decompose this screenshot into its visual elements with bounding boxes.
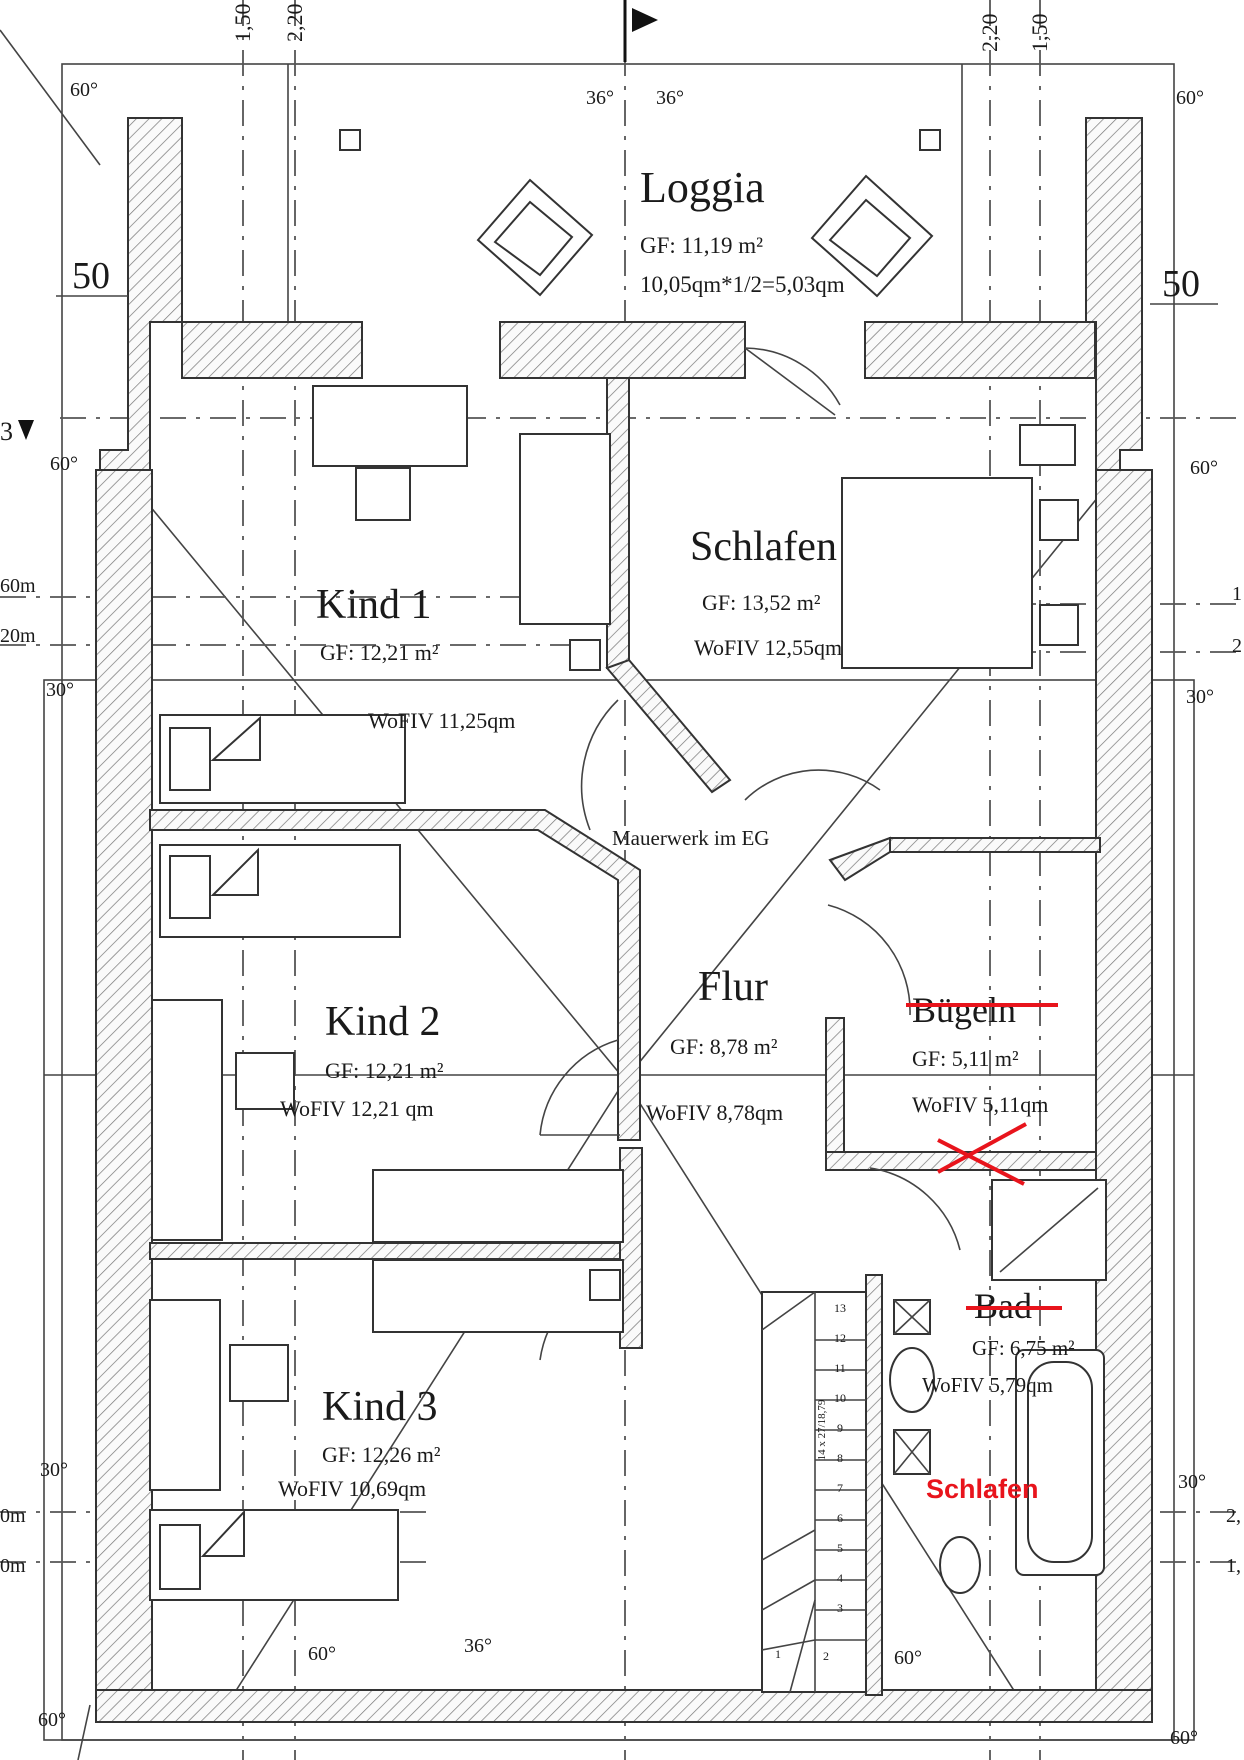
angle-30-mid-right: 30° <box>1186 686 1214 708</box>
room-wofiv-flur: WoFIV 8,78qm <box>646 1100 783 1125</box>
room-name-loggia: Loggia <box>640 163 765 212</box>
dim-left-0m-a: 0m <box>0 1505 26 1527</box>
dim-top-right-220: 2,20 <box>977 14 1002 53</box>
room-name-kind3: Kind 3 <box>322 1384 438 1430</box>
room-name-flur: Flur <box>698 964 768 1010</box>
room-gf-buegeln: GF: 5,11 m² <box>912 1046 1019 1071</box>
room-name-kind1: Kind 1 <box>316 582 432 628</box>
room-wofiv-kind2: WoFIV 12,21 qm <box>280 1096 434 1121</box>
room-wofiv-kind3: WoFIV 10,69qm <box>278 1476 426 1501</box>
room-gf-kind2: GF: 12,21 m² <box>325 1058 444 1083</box>
angle-36-bottom: 36° <box>464 1635 492 1657</box>
angle-60-top-right: 60° <box>1176 87 1204 109</box>
angle-60-bottom-right: 60° <box>1170 1727 1198 1749</box>
angle-labels: 60° 36° 36° 60° 60° 60° 30° 30° 30° 30° … <box>38 79 1218 1749</box>
room-wofiv-bad: WoFIV 5,79qm <box>922 1373 1053 1397</box>
dim-marker-3: 3 <box>0 417 13 446</box>
angle-60-top-left: 60° <box>70 79 98 101</box>
stair-step-9: 9 <box>837 1421 843 1435</box>
room-name-kind2: Kind 2 <box>325 999 441 1045</box>
angle-60-bottom-1: 60° <box>308 1643 336 1665</box>
stair-step-12: 12 <box>834 1331 846 1345</box>
room-wofiv-buegeln: WoFIV 5,11qm <box>912 1092 1048 1117</box>
walls <box>95 117 1153 1723</box>
dim-top-left-220: 2,20 <box>282 4 307 43</box>
room-name-buegeln: Bügeln <box>912 990 1016 1030</box>
room-gf-kind1: GF: 12,21 m² <box>320 640 439 665</box>
stair-step-11: 11 <box>834 1361 846 1375</box>
stair-step-13: 13 <box>834 1301 846 1315</box>
room-wofiv-kind1: WoFIV 11,25qm <box>368 708 515 733</box>
dim-left-60m: 60m <box>0 575 36 597</box>
angle-30-bottom-right: 30° <box>1178 1471 1206 1493</box>
room-gf-flur: GF: 8,78 m² <box>670 1034 778 1059</box>
dim-left-20m: 20m <box>0 625 36 647</box>
dim-right-2b: 2, <box>1226 1505 1241 1527</box>
room-wofiv-loggia: 10,05qm*1/2=5,03qm <box>640 272 845 297</box>
furniture <box>149 129 1107 1601</box>
dim-right-50: 50 <box>1162 263 1200 305</box>
angle-60-mid-left: 60° <box>50 453 78 475</box>
stair-dimension: 14 x 27/18,79 <box>816 1399 828 1460</box>
cross-mark-icon <box>937 1122 1027 1186</box>
flag-marker-icon <box>623 0 658 62</box>
room-labels: Loggia GF: 11,19 m² 10,05qm*1/2=5,03qm K… <box>278 163 1075 1504</box>
room-gf-kind3: GF: 12,26 m² <box>322 1442 441 1467</box>
stair-step-10: 10 <box>834 1391 846 1405</box>
dim-right-1b: 1, <box>1226 1555 1241 1577</box>
stair-step-1: 1 <box>775 1647 781 1661</box>
angle-60-bottom-left: 60° <box>38 1709 66 1731</box>
angle-60-bottom-2: 60° <box>894 1647 922 1669</box>
staircase: 13 12 11 10 9 8 7 6 5 4 3 2 1 14 x 27/18… <box>761 1291 867 1693</box>
dim-left-0m-b: 0m <box>0 1555 26 1577</box>
angle-30-bottom-left: 30° <box>40 1459 68 1481</box>
stair-step-2: 2 <box>823 1649 829 1663</box>
new-room-label: Schlafen <box>926 1474 1039 1504</box>
room-wofiv-schlafen: WoFIV 12,55qm <box>694 635 842 660</box>
angle-60-mid-right: 60° <box>1190 457 1218 479</box>
stair-step-8: 8 <box>837 1451 843 1465</box>
stair-step-7: 7 <box>837 1481 843 1495</box>
angle-36-right: 36° <box>656 87 684 109</box>
angle-30-mid-left: 30° <box>46 679 74 701</box>
dim-left-50: 50 <box>72 255 110 297</box>
dimension-labels: 1,50 2,20 2,20 1,50 50 50 3 60m 20m 0m 0… <box>0 4 1242 1578</box>
stair-step-3: 3 <box>837 1601 843 1615</box>
section-marker-icon <box>18 420 34 440</box>
stair-step-6: 6 <box>837 1511 843 1525</box>
room-gf-schlafen: GF: 13,52 m² <box>702 590 821 615</box>
door-swings <box>539 347 961 1361</box>
dim-right-2: 2 <box>1232 635 1242 657</box>
dim-top-left-150: 1,50 <box>230 4 255 43</box>
room-name-schlafen: Schlafen <box>690 524 837 570</box>
dim-right-1: 1 <box>1232 583 1242 605</box>
mauerwerk-annotation: Mauerwerk im EG <box>612 826 769 850</box>
dim-top-right-150: 1,50 <box>1027 14 1052 53</box>
room-gf-loggia: GF: 11,19 m² <box>640 233 763 258</box>
angle-36-left: 36° <box>586 87 614 109</box>
room-gf-bad: GF: 6,75 m² <box>972 1336 1075 1360</box>
stair-step-5: 5 <box>837 1541 843 1555</box>
stair-step-4: 4 <box>837 1571 843 1585</box>
